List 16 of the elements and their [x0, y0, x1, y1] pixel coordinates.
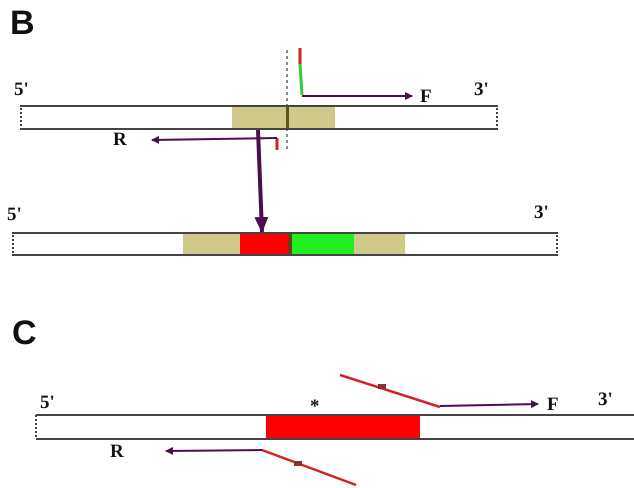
strand-end-label: 3' [474, 80, 489, 100]
dna-strand-bar [20, 105, 498, 130]
panel-letter: C [12, 316, 37, 350]
arrow [254, 130, 268, 233]
mutation-marker: * [310, 397, 320, 417]
strand-end-label: 5' [40, 393, 55, 413]
primer-label: F [547, 395, 559, 415]
strand-end-label: 5' [14, 80, 29, 100]
primer-label: R [113, 130, 127, 150]
strand-end-label: 3' [598, 390, 613, 410]
primer-label: F [420, 87, 432, 107]
strand-end-label: 5' [7, 205, 22, 225]
primer-label: R [110, 442, 124, 462]
strand-end-label: 3' [534, 203, 549, 223]
panel-letter: B [10, 6, 35, 40]
dna-strand-bar [12, 232, 558, 256]
